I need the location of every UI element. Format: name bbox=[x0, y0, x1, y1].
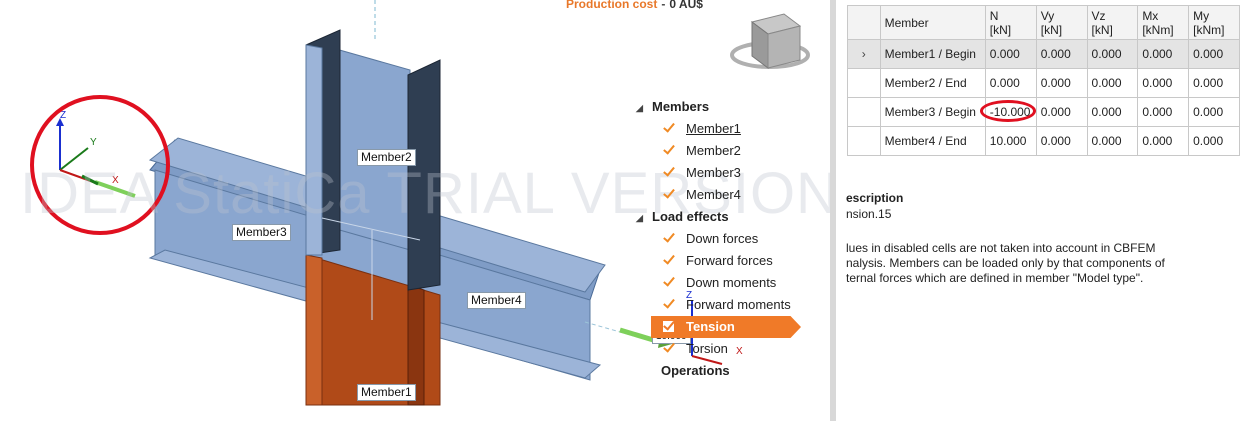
checkbox-icon[interactable] bbox=[663, 145, 674, 156]
checkbox-icon[interactable] bbox=[663, 299, 674, 310]
cell-member: Member2 / End bbox=[879, 68, 986, 98]
cell-vz[interactable]: 0.000 bbox=[1086, 126, 1139, 156]
table-row[interactable]: › Member1 / Begin 0.000 0.000 0.000 0.00… bbox=[847, 39, 1240, 69]
cell-my[interactable]: 0.000 bbox=[1188, 97, 1240, 127]
collapse-icon[interactable]: ◢ bbox=[636, 213, 643, 223]
global-axes-icon: Z Y X bbox=[56, 110, 136, 198]
axis-z-label: Z bbox=[60, 110, 66, 121]
member3-label[interactable]: Member3 bbox=[232, 224, 291, 241]
load-axis-z-label: Z bbox=[686, 290, 692, 301]
member1-flange-left bbox=[305, 254, 323, 406]
column-header-mx[interactable]: Mx[kNm] bbox=[1137, 5, 1190, 40]
checkbox-icon[interactable] bbox=[663, 189, 674, 200]
column-header-member[interactable]: Member bbox=[879, 5, 986, 40]
checkbox-icon[interactable] bbox=[663, 123, 674, 134]
tree-item-torsion[interactable]: Torsion bbox=[663, 338, 728, 360]
production-cost-value: 0 AU$ bbox=[669, 0, 703, 11]
cell-my[interactable]: 0.000 bbox=[1188, 68, 1240, 98]
checkbox-icon[interactable] bbox=[663, 321, 674, 332]
cell-vy[interactable]: 0.000 bbox=[1035, 39, 1088, 69]
load-table: Member N[kN] Vy[kN] Vz[kN] Mx[kNm] My[kN… bbox=[847, 5, 1240, 156]
cell-member: Member3 / Begin bbox=[879, 97, 986, 127]
table-row[interactable]: Member4 / End 10.000 0.000 0.000 0.000 0… bbox=[847, 126, 1240, 156]
tree-item-forward-moments[interactable]: Forward moments bbox=[663, 294, 791, 316]
production-cost: Production cost-0 AU$ bbox=[566, 0, 703, 11]
cell-mx[interactable]: 0.000 bbox=[1137, 126, 1190, 156]
cell-n[interactable]: -10.000 bbox=[979, 97, 1037, 127]
trial-watermark: IDEA StatiCa TRIAL VERSION bbox=[20, 161, 830, 226]
axis-x-label: X bbox=[112, 175, 119, 186]
table-row[interactable]: Member2 / End 0.000 0.000 0.000 0.000 0.… bbox=[847, 68, 1240, 98]
member2-flange-face bbox=[305, 44, 323, 256]
cell-vz[interactable]: 0.000 bbox=[1086, 39, 1139, 69]
cell-n[interactable]: 0.000 bbox=[984, 68, 1037, 98]
axis-y-label: Y bbox=[90, 137, 97, 148]
member2-flange-right bbox=[407, 59, 441, 291]
table-header-row: Member N[kN] Vy[kN] Vz[kN] Mx[kNm] My[kN… bbox=[847, 5, 1240, 40]
tree-item-member3[interactable]: Member3 bbox=[663, 162, 741, 184]
tree-item-forward-forces[interactable]: Forward forces bbox=[663, 250, 773, 272]
cell-my[interactable]: 0.000 bbox=[1188, 39, 1240, 69]
cell-mx[interactable]: 0.000 bbox=[1137, 39, 1190, 69]
3d-scene[interactable]: Z Y X Z X bbox=[0, 0, 830, 421]
column-header-vy[interactable]: Vy[kN] bbox=[1035, 5, 1088, 40]
production-cost-label: Production cost bbox=[566, 0, 658, 11]
load-effects-header[interactable]: ◢Load effects bbox=[636, 206, 729, 228]
cell-my[interactable]: 0.000 bbox=[1188, 126, 1240, 156]
row-selector[interactable] bbox=[847, 126, 881, 156]
cell-vy[interactable]: 0.000 bbox=[1035, 97, 1088, 127]
load-axis-x-label: X bbox=[736, 346, 743, 357]
tree-item-down-moments[interactable]: Down moments bbox=[663, 272, 776, 294]
collapse-icon[interactable]: ◢ bbox=[636, 103, 643, 113]
checkbox-icon[interactable] bbox=[663, 277, 674, 288]
description-note: lues in disabled cells are not taken int… bbox=[846, 241, 1165, 285]
table-row[interactable]: Member3 / Begin -10.000 0.000 0.000 0.00… bbox=[847, 97, 1240, 127]
view-cube-icon[interactable] bbox=[730, 13, 810, 69]
cell-mx[interactable]: 0.000 bbox=[1137, 68, 1190, 98]
row-selector[interactable] bbox=[847, 68, 881, 98]
properties-panel: Member N[kN] Vy[kN] Vz[kN] Mx[kNm] My[kN… bbox=[836, 0, 1240, 421]
tree-item-member2[interactable]: Member2 bbox=[663, 140, 741, 162]
cell-vz[interactable]: 0.000 bbox=[1086, 97, 1139, 127]
active-item-highlight bbox=[651, 316, 801, 338]
checkbox-icon[interactable] bbox=[663, 233, 674, 244]
row-selected-icon: › bbox=[847, 39, 881, 69]
member1-label[interactable]: Member1 bbox=[357, 384, 416, 401]
annotation-circle bbox=[30, 95, 170, 235]
tree-item-down-forces[interactable]: Down forces bbox=[663, 228, 758, 250]
checkbox-icon[interactable] bbox=[663, 343, 674, 354]
cell-member: Member4 / End bbox=[879, 126, 986, 156]
tree-item-tension[interactable]: Tension bbox=[651, 316, 801, 338]
cell-vy[interactable]: 0.000 bbox=[1035, 68, 1088, 98]
3d-viewport[interactable]: Z Y X Z X IDEA StatiCa TRIAL VERSION Mem… bbox=[0, 0, 830, 421]
checkbox-icon[interactable] bbox=[663, 167, 674, 178]
column-header-my[interactable]: My[kNm] bbox=[1188, 5, 1240, 40]
tree-item-member1[interactable]: Member1 bbox=[663, 118, 741, 140]
checkbox-icon[interactable] bbox=[663, 255, 674, 266]
operations-header[interactable]: Operations bbox=[661, 363, 730, 378]
row-selector-header bbox=[847, 5, 881, 40]
row-selector[interactable] bbox=[847, 97, 881, 127]
member2-label[interactable]: Member2 bbox=[357, 149, 416, 166]
splitter[interactable] bbox=[830, 0, 836, 421]
production-cost-separator: - bbox=[661, 0, 666, 11]
cell-n[interactable]: 10.000 bbox=[984, 126, 1037, 156]
tree-item-member4[interactable]: Member4 bbox=[663, 184, 741, 206]
cell-vz[interactable]: 0.000 bbox=[1086, 68, 1139, 98]
cell-n[interactable]: 0.000 bbox=[984, 39, 1037, 69]
description-title: escription bbox=[846, 191, 904, 205]
annotation-ellipse bbox=[979, 100, 1036, 122]
column-header-vz[interactable]: Vz[kN] bbox=[1086, 5, 1139, 40]
members-header[interactable]: ◢Members bbox=[636, 96, 709, 118]
cell-vy[interactable]: 0.000 bbox=[1035, 126, 1088, 156]
cell-member: Member1 / Begin bbox=[879, 39, 986, 69]
member4-label[interactable]: Member4 bbox=[467, 292, 526, 309]
description-value: nsion.15 bbox=[846, 207, 892, 221]
cell-mx[interactable]: 0.000 bbox=[1137, 97, 1190, 127]
column-header-n[interactable]: N[kN] bbox=[984, 5, 1037, 40]
